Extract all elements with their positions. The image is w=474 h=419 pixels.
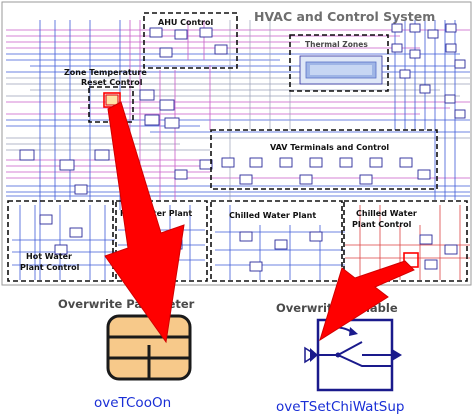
zone-reset-label-line1: Zone Temperature bbox=[64, 68, 147, 77]
system-title: HVAC and Control System bbox=[254, 9, 435, 24]
chilled-water-plant-control-label-line1: Chilled Water bbox=[356, 209, 417, 218]
overwrite-variable-instance: oveTSetChiWatSup bbox=[276, 399, 404, 415]
chilled-water-plant-control-label-line2: Plant Control bbox=[352, 220, 412, 229]
thermal-zones-label: Thermal Zones bbox=[305, 40, 368, 49]
variable-switch-icon bbox=[305, 320, 402, 390]
chilled-water-plant-label: Chilled Water Plant bbox=[229, 211, 316, 220]
vav-label: VAV Terminals and Control bbox=[270, 143, 389, 152]
overwrite-parameter-heading: Overwrite Parameter bbox=[58, 297, 195, 311]
ahu-control-label: AHU Control bbox=[158, 18, 213, 27]
hot-water-plant-control-label-line2: Plant Control bbox=[20, 263, 80, 272]
hot-water-plant-control-label-line1: Hot Water bbox=[26, 252, 72, 261]
zone-reset-label-line2: Reset Control bbox=[81, 78, 143, 87]
overwrite-parameter-instance: oveTCooOn bbox=[94, 395, 171, 411]
parameter-chip-icon bbox=[108, 316, 190, 379]
